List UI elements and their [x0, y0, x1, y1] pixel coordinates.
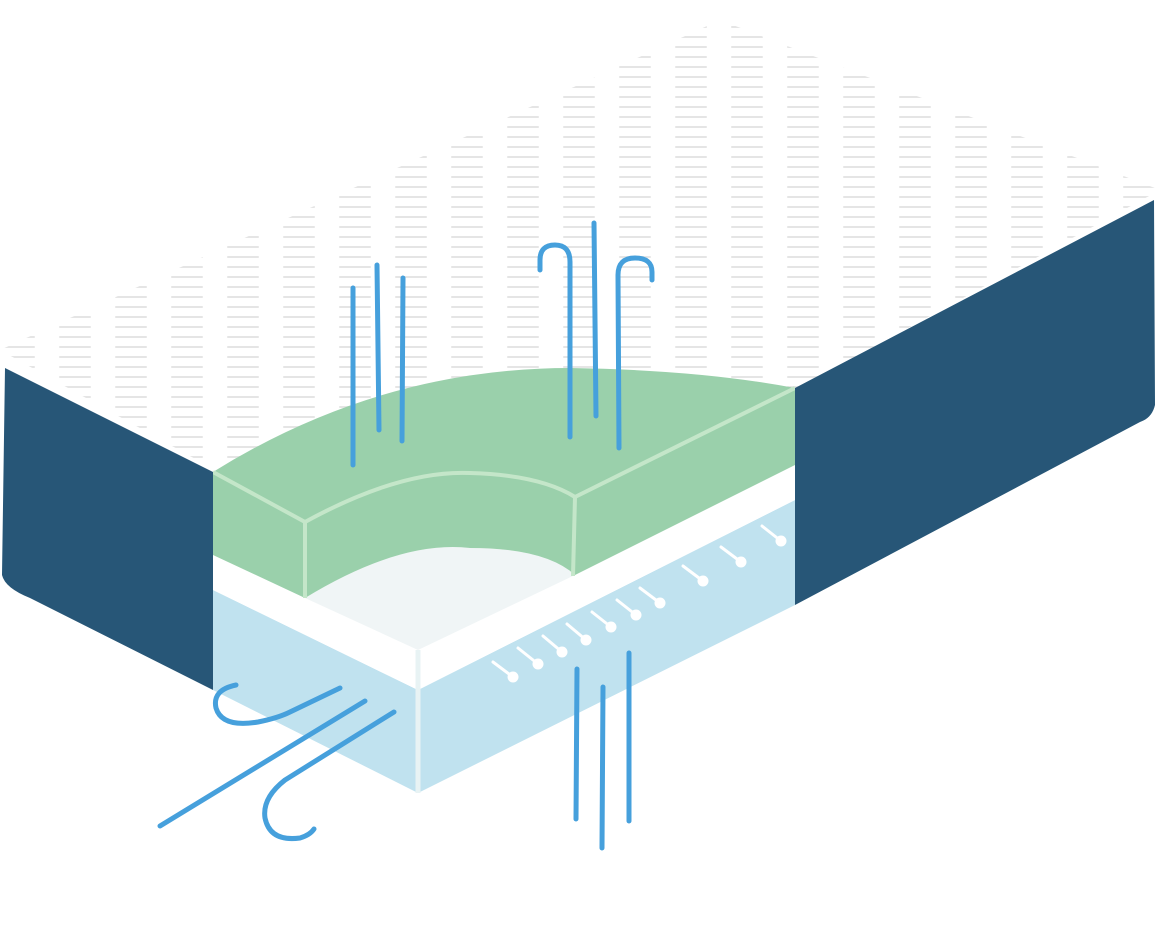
- inner-cavity: [213, 465, 795, 692]
- airflow-lines-icon: [573, 650, 632, 851]
- airflow-lines-icon: [350, 262, 406, 468]
- comfort-layer: [212, 368, 796, 598]
- hook-lines-icon: [537, 220, 655, 451]
- hook-lines-icon: [157, 682, 397, 842]
- valve-pins-icon: [491, 524, 787, 683]
- side-panels: [2, 200, 1155, 690]
- base-layer: [213, 500, 795, 793]
